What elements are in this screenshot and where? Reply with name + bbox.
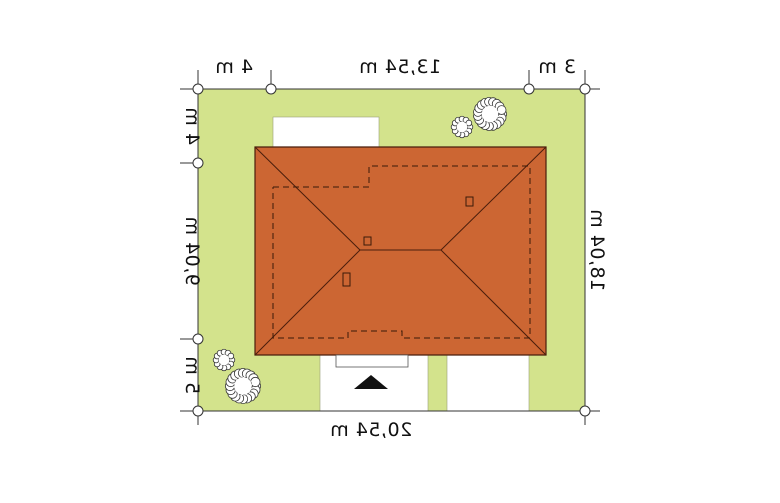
entrance-arrow-icon (354, 375, 388, 389)
tick-marker (192, 157, 204, 169)
terrace-paving (272, 116, 380, 148)
chimney (342, 272, 351, 287)
shrub-core (456, 121, 468, 133)
shrub-icon (473, 96, 508, 132)
tick-marker (523, 83, 535, 95)
tick-marker (265, 83, 277, 95)
tick-marker (192, 83, 204, 95)
shrub-core (481, 105, 499, 123)
shrub-core (218, 354, 230, 366)
tick-marker (579, 83, 591, 95)
chimneys (342, 196, 474, 287)
shrub-lobe (250, 376, 261, 388)
dim-top-right: 3 m (538, 56, 576, 78)
shrub-icon (224, 367, 262, 405)
dim-left-top: 4 m (181, 107, 203, 145)
dimension-ticks (192, 83, 591, 417)
tick-marker (579, 405, 591, 417)
house-wall-outline (272, 165, 531, 339)
shrub-group-bottom-left (212, 348, 262, 405)
tick-marker (192, 333, 204, 345)
dim-left-middle: 9,04 m (181, 216, 203, 286)
dim-left-bottom: 5 m (181, 356, 203, 394)
dim-top-left: 4 m (215, 56, 253, 78)
chimney (465, 196, 474, 207)
dim-right: 18,04 m (586, 209, 608, 291)
driveway-paving (446, 354, 530, 412)
tick-marker (192, 405, 204, 417)
shrub-group-top-right (450, 96, 508, 139)
roof-outline (254, 146, 547, 356)
entrance-canopy (335, 354, 409, 368)
dimension-labels: 4 m 13,54 m 3 m 20,54 m 4 m 9,04 m 5 m 1… (181, 56, 608, 441)
shrub-core (233, 376, 253, 396)
shrub-icon (212, 348, 236, 372)
house-roof (254, 146, 547, 356)
shrub-icon (450, 115, 474, 139)
dim-bottom: 20,54 m (330, 419, 412, 441)
dim-top-middle: 13,54 m (359, 56, 441, 78)
chimney (363, 236, 372, 246)
